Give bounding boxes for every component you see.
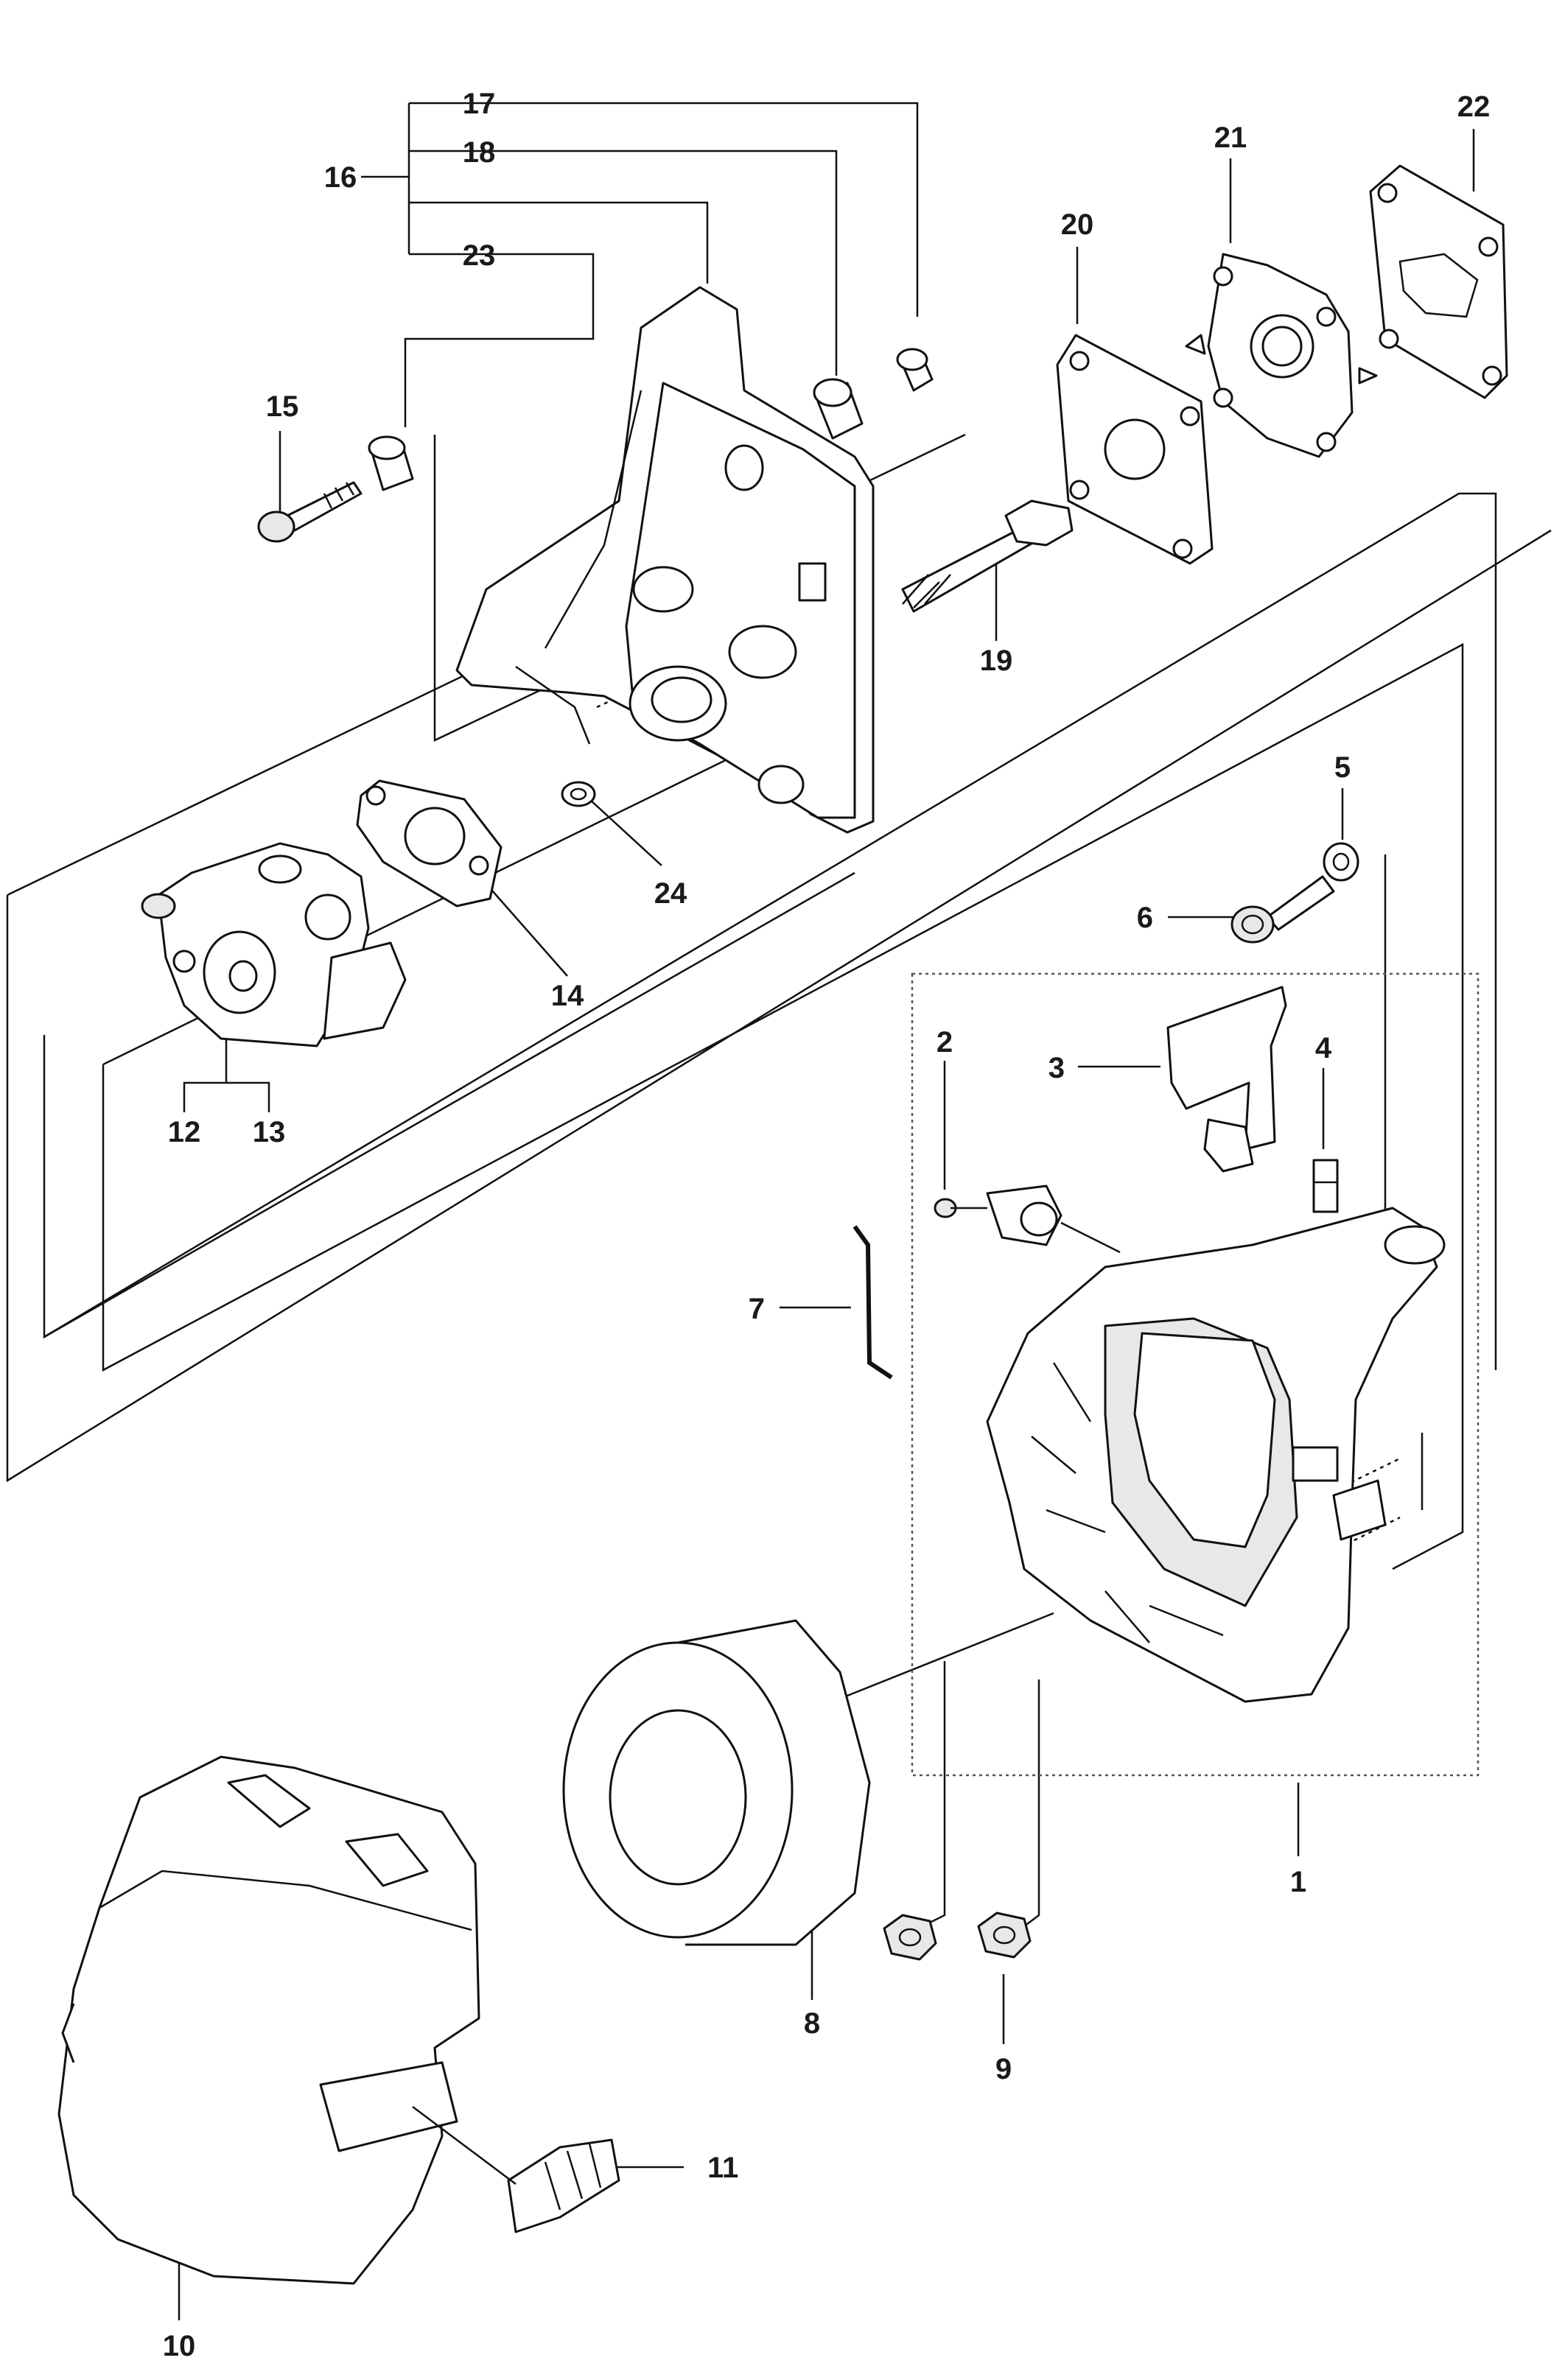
- part-20-gasket: [1056, 334, 1214, 565]
- label-4: 4: [1315, 1032, 1332, 1064]
- part-15-screw: [257, 481, 363, 543]
- label-20: 20: [1061, 208, 1094, 241]
- label-19: 19: [980, 645, 1013, 677]
- label-12: 12: [168, 1116, 201, 1148]
- label-15: 15: [266, 390, 299, 423]
- label-1: 1: [1290, 1866, 1306, 1898]
- label-17: 17: [463, 88, 496, 120]
- part-5-washer: [1323, 842, 1359, 882]
- label-14: 14: [551, 980, 584, 1012]
- part-2-screw: [934, 1184, 1121, 1254]
- part-6-screw: [1230, 875, 1335, 944]
- part-4-clip: [1312, 1159, 1339, 1213]
- part-10-cover: [57, 1755, 480, 2285]
- part-17-18-bushings: [813, 348, 934, 440]
- part-9-nut: [883, 1912, 1032, 1961]
- part-11-clip: [412, 2106, 620, 2233]
- part-12-13-carburetor: [141, 842, 407, 1047]
- label-22: 22: [1457, 91, 1491, 123]
- label-21: 21: [1214, 122, 1247, 154]
- part-14-gasket: [356, 779, 503, 908]
- part-8-filter: [562, 1619, 871, 1946]
- label-13: 13: [253, 1116, 286, 1148]
- label-18: 18: [463, 136, 496, 169]
- label-2: 2: [936, 1026, 953, 1059]
- label-23: 23: [463, 239, 496, 272]
- label-8: 8: [804, 2007, 820, 2040]
- part-16-carb-mount: [455, 286, 875, 834]
- part-23-bushing: [368, 435, 414, 491]
- callout-labels: 17 18 16 23 15 22 21 20 19 24 14 12 13 5…: [163, 88, 1491, 2362]
- part-7-rod: [852, 1225, 893, 1380]
- part-22-gasket: [1369, 164, 1508, 399]
- label-24: 24: [654, 877, 687, 910]
- label-5: 5: [1334, 751, 1351, 784]
- label-7: 7: [749, 1293, 765, 1325]
- label-3: 3: [1048, 1052, 1065, 1084]
- label-16: 16: [324, 161, 357, 194]
- label-11: 11: [707, 2152, 738, 2184]
- label-9: 9: [995, 2053, 1012, 2085]
- part-19-bolt: [901, 499, 1074, 613]
- part-3-lever: [1166, 986, 1287, 1173]
- part-24-washer: [561, 781, 596, 807]
- part-1-housing: [986, 1207, 1446, 1703]
- label-10: 10: [163, 2330, 196, 2362]
- part-21-flange: [1185, 253, 1378, 458]
- label-6: 6: [1137, 902, 1153, 934]
